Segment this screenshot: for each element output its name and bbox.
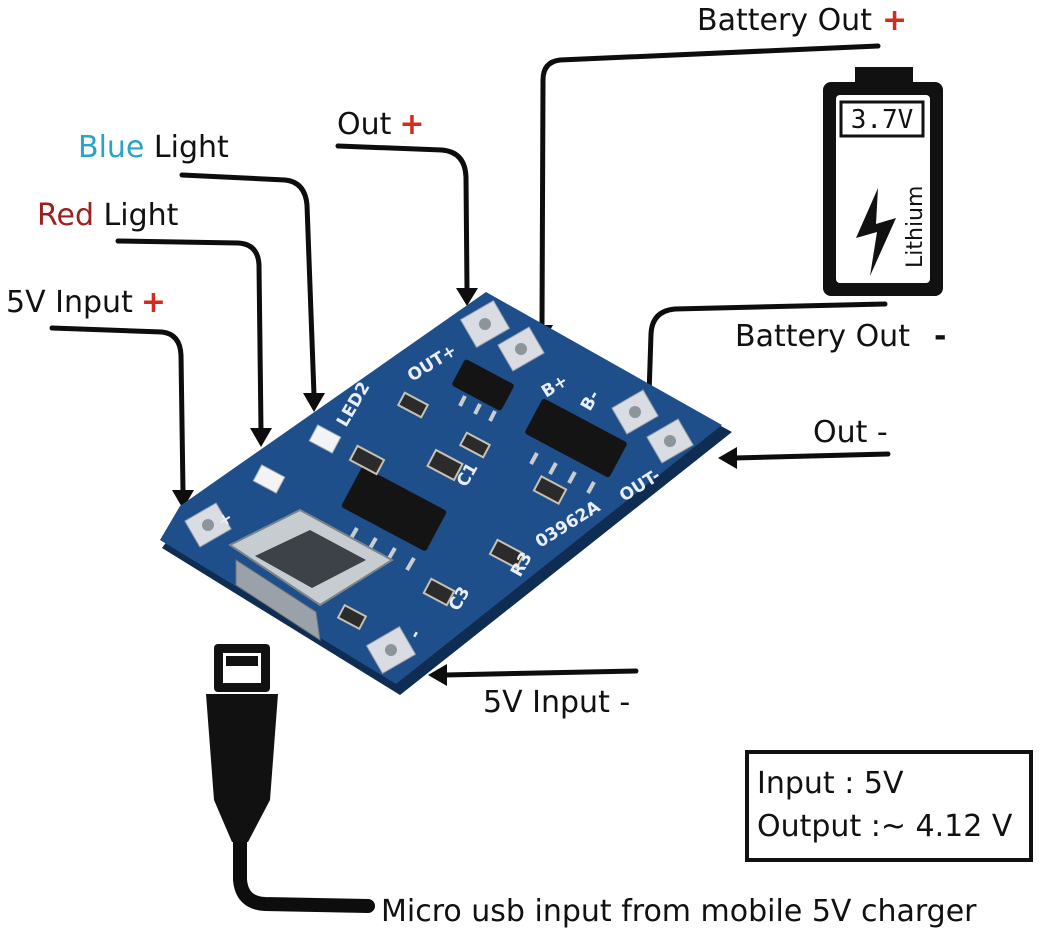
red-led	[252, 464, 286, 494]
label-micro-usb: Micro usb input from mobile 5V charger	[381, 894, 977, 929]
spec-input: Input : 5V	[757, 766, 904, 801]
label-red-light: Red Light	[37, 198, 179, 233]
protection-ic	[452, 359, 514, 422]
battery-voltage: 3.7V	[851, 105, 914, 135]
label-out-plus: Out+	[337, 107, 425, 142]
micro-usb-port[interactable]	[228, 508, 394, 642]
mosfet-chip	[525, 398, 627, 494]
spec-output: Output :~ 4.12 V	[757, 809, 1013, 844]
label-out-minus: Out -	[813, 415, 888, 450]
spec-box: Input : 5V Output :~ 4.12 V	[745, 750, 1033, 862]
label-5v-input-plus: 5V Input+	[6, 285, 166, 320]
label-battery-out-minus: Battery Out-	[735, 319, 946, 354]
battery: 3.7V Lithium	[823, 67, 943, 296]
usb-plug	[206, 644, 278, 842]
label-5v-input-minus: 5V Input -	[483, 685, 630, 720]
label-blue-light: Blue Light	[78, 130, 229, 165]
label-battery-out-plus: Battery Out+	[697, 3, 907, 38]
lightning-icon	[856, 188, 896, 276]
blue-led	[308, 424, 342, 454]
charger-board: OUT+ B+ B- OUT- 03962A R3 C1 C3 LED2 + -	[160, 292, 732, 695]
battery-chemistry: Lithium	[903, 186, 928, 268]
